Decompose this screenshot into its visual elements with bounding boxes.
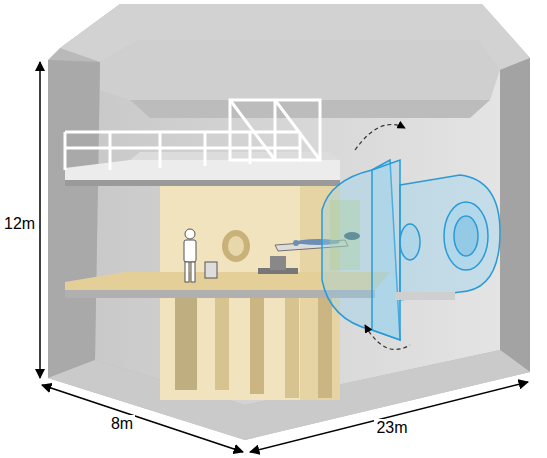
rotating-gantry bbox=[322, 160, 500, 340]
dimension-label: 8m bbox=[109, 415, 135, 433]
rotation-arrow bbox=[355, 124, 410, 349]
dimension-arrow bbox=[40, 62, 528, 452]
dimension-label: 23m bbox=[374, 419, 409, 437]
upper-platform bbox=[65, 100, 340, 186]
person-figure bbox=[184, 229, 217, 282]
dimension-label: 12m bbox=[2, 215, 37, 233]
building-shell bbox=[48, 4, 530, 440]
